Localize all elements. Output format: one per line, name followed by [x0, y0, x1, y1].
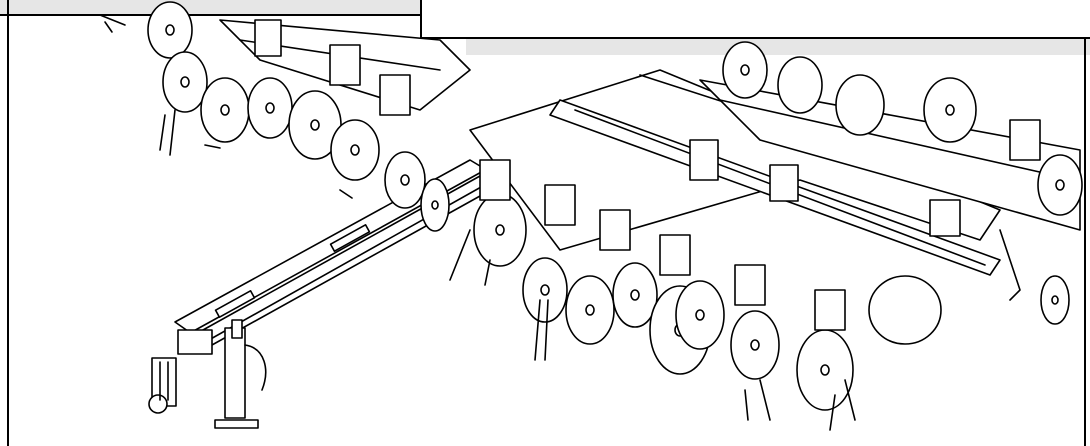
header-divider-step — [420, 37, 468, 39]
header-band-left — [0, 0, 420, 16]
row-units-right — [722, 41, 1083, 325]
row-units-left — [99, 1, 450, 232]
hitch — [148, 329, 213, 414]
header-divider — [420, 0, 422, 39]
row-unit-brackets — [254, 19, 1041, 331]
jack-stand — [214, 319, 267, 429]
row-units-center — [449, 193, 942, 431]
tongue-beam — [174, 159, 499, 351]
header-band-right — [466, 37, 1090, 55]
page-right-border — [1084, 37, 1086, 446]
page-left-border — [7, 0, 9, 446]
